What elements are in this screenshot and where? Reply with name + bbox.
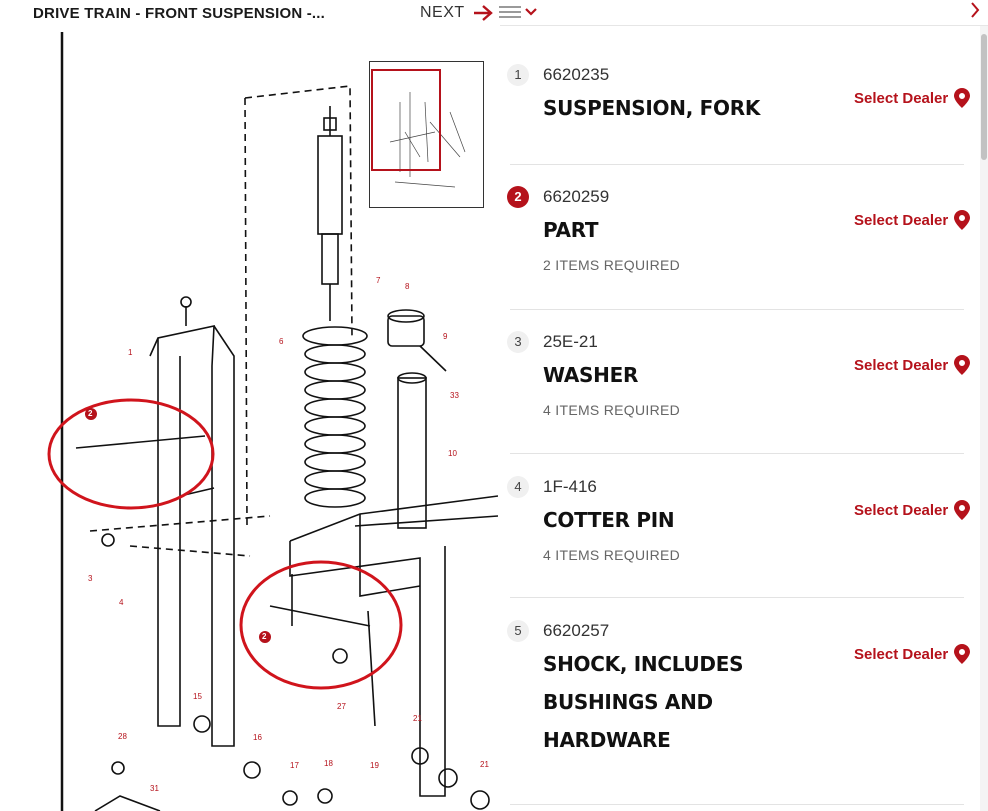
callout-badge	[259, 631, 271, 643]
callout-label: 21	[480, 760, 489, 769]
callout-label: 31	[150, 784, 159, 793]
select-dealer-link[interactable]: Select Dealer	[854, 500, 971, 520]
callout-badge	[85, 408, 97, 420]
chevron-right-icon[interactable]	[968, 1, 982, 19]
part-name: WASHER	[543, 363, 639, 387]
callout-label: 27	[337, 702, 346, 711]
callout-label: 15	[193, 692, 202, 701]
highlight-ellipse	[239, 560, 403, 690]
chevron-down-icon	[525, 8, 537, 16]
part-number: 25E-21	[543, 332, 598, 351]
viewport-indicator	[371, 69, 441, 171]
select-dealer-link[interactable]: Select Dealer	[854, 210, 971, 230]
highlight-ellipse	[47, 398, 215, 510]
item-index-badge: 4	[507, 476, 529, 498]
part-name: PART	[543, 218, 599, 242]
part-number: 1F-416	[543, 477, 597, 496]
part-name: SUSPENSION, FORK	[543, 96, 761, 120]
select-dealer-label: Select Dealer	[854, 356, 949, 374]
callout-label: 4	[119, 598, 124, 607]
top-bar: DRIVE TRAIN - FRONT SUSPENSION -... NEXT	[0, 0, 988, 26]
thumbnail-preview	[371, 69, 466, 188]
callout-label: 1	[128, 348, 133, 357]
part-number: 6620259	[543, 187, 610, 206]
part-name: COTTER PIN	[543, 508, 675, 532]
scrollbar-track[interactable]	[980, 26, 988, 811]
map-pin-icon	[954, 644, 971, 664]
items-required: 4 ITEMS REQUIRED	[543, 402, 681, 418]
list-divider	[510, 453, 964, 454]
item-index-badge: 2	[507, 186, 529, 208]
select-dealer-label: Select Dealer	[854, 645, 949, 663]
part-number: 6620257	[543, 621, 610, 640]
map-pin-icon	[954, 88, 971, 108]
callout-label: 18	[324, 759, 333, 768]
item-index-badge: 5	[507, 620, 529, 642]
callout-label: 8	[405, 282, 410, 291]
exploded-parts-diagram[interactable]: 1 2 2 3 4 6 7 8 9 10 15 16 17 18 19 21 2…	[0, 26, 498, 811]
callout-label: 3	[88, 574, 93, 583]
page-title: DRIVE TRAIN - FRONT SUSPENSION -...	[33, 5, 326, 22]
list-divider	[510, 309, 964, 310]
part-number: 6620235	[543, 65, 610, 84]
list-item[interactable]: 5 6620257 SHOCK, INCLUDES BUSHINGS AND H…	[500, 598, 971, 811]
callout-label: 17	[290, 761, 299, 770]
diagram-thumbnail[interactable]	[369, 61, 484, 208]
select-dealer-label: Select Dealer	[854, 501, 949, 519]
select-dealer-label: Select Dealer	[854, 211, 949, 229]
part-name: SHOCK, INCLUDES BUSHINGS AND HARDWARE	[543, 652, 744, 752]
callout-label: 9	[443, 332, 448, 341]
suspension-drawing	[47, 32, 498, 811]
items-required: 4 ITEMS REQUIRED	[543, 547, 681, 563]
callout-label: 2	[88, 409, 93, 418]
callout-label: 7	[376, 276, 381, 285]
header-divider	[500, 25, 988, 26]
select-dealer-link[interactable]: Select Dealer	[854, 355, 971, 375]
callout-label: 33	[450, 391, 459, 400]
scrollbar-thumb[interactable]	[981, 34, 987, 160]
select-dealer-link[interactable]: Select Dealer	[854, 644, 971, 664]
list-item[interactable]: 3 25E-21 WASHER 4 ITEMS REQUIRED Select …	[500, 310, 971, 454]
hamburger-menu-icon	[499, 6, 537, 18]
callout-label: 10	[448, 449, 457, 458]
parts-list: 1 6620235 SUSPENSION, FORK Select Dealer…	[500, 26, 980, 811]
map-pin-icon	[954, 500, 971, 520]
list-divider	[510, 597, 964, 598]
callout-label: 21	[413, 714, 422, 723]
arrow-right-icon[interactable]	[472, 3, 494, 23]
next-button[interactable]: NEXT	[420, 4, 465, 21]
callout-label: 28	[118, 732, 127, 741]
list-item[interactable]: 1 6620235 SUSPENSION, FORK Select Dealer	[500, 26, 971, 166]
items-required: 2 ITEMS REQUIRED	[543, 257, 681, 273]
list-item[interactable]: 2 6620259 PART 2 ITEMS REQUIRED Select D…	[500, 166, 971, 310]
select-dealer-link[interactable]: Select Dealer	[854, 88, 971, 108]
map-pin-icon	[954, 210, 971, 230]
item-index-badge: 3	[507, 331, 529, 353]
list-item[interactable]: 4 1F-416 COTTER PIN 4 ITEMS REQUIRED Sel…	[500, 454, 971, 598]
callout-label: 19	[370, 761, 379, 770]
list-menu-button[interactable]	[499, 4, 541, 25]
select-dealer-label: Select Dealer	[854, 89, 949, 107]
callout-label: 6	[279, 337, 284, 346]
map-pin-icon	[954, 355, 971, 375]
callout-label: 16	[253, 733, 262, 742]
list-divider	[510, 804, 964, 805]
callout-label: 2	[262, 632, 267, 641]
item-index-badge: 1	[507, 64, 529, 86]
list-divider	[510, 164, 964, 165]
